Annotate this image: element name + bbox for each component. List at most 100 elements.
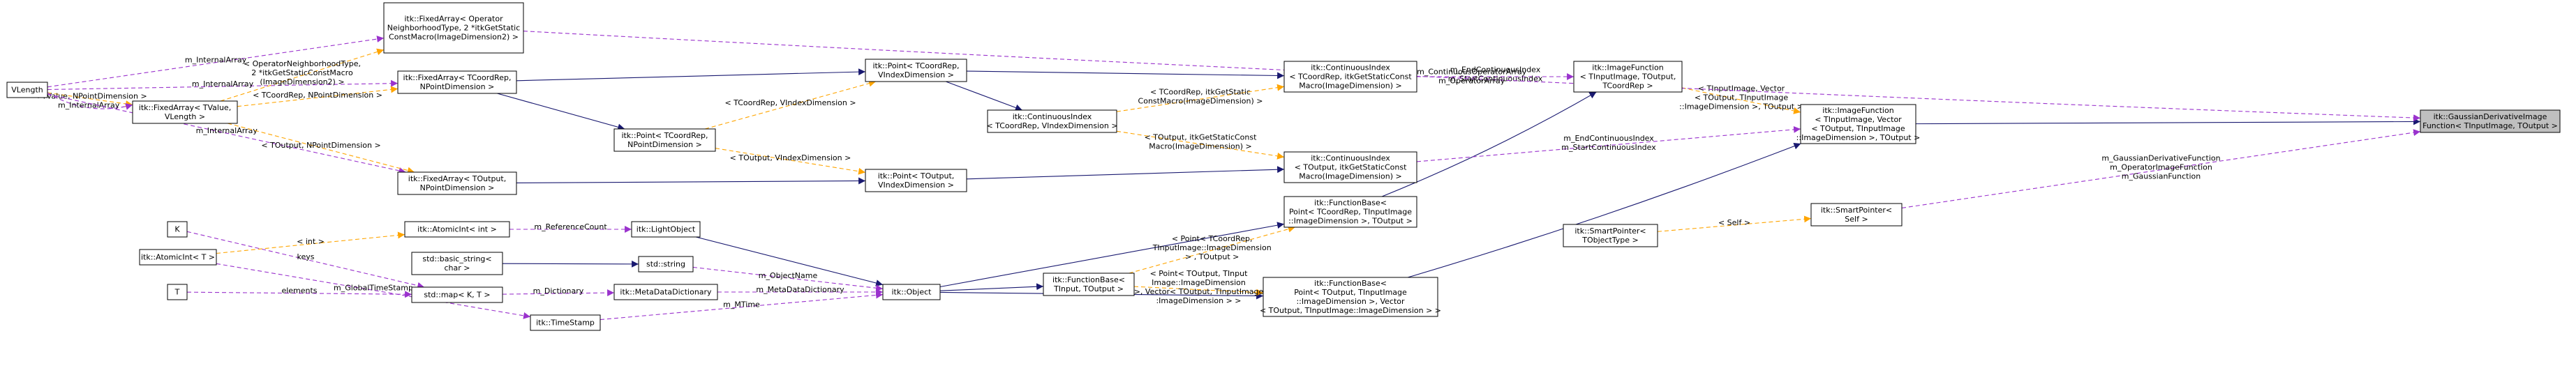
class-node-box[interactable] <box>1263 277 1438 317</box>
class-node-pointTCV[interactable]: itk::Point< TCoordRep,VIndexDimension > <box>865 59 967 82</box>
class-node-box[interactable] <box>613 284 718 300</box>
class-node-atomicInt[interactable]: itk::AtomicInt< int > <box>404 221 510 238</box>
class-node-label: ::ImageDimension >, TOutput > <box>1796 133 1921 142</box>
class-node-box[interactable] <box>167 221 188 238</box>
edge-label: m_GlobalTimeStamp <box>334 283 413 292</box>
class-node-metaDict[interactable]: itk::MetaDataDictionary <box>613 284 718 300</box>
edge-label: 2 *itkGetStaticConstMacro <box>251 68 353 77</box>
class-node-box[interactable] <box>865 59 967 82</box>
edge-usage-stdmap-metaDict <box>502 289 615 297</box>
class-node-box[interactable] <box>882 284 941 300</box>
class-node-box[interactable] <box>1283 61 1417 93</box>
class-node-box[interactable] <box>1043 273 1135 296</box>
class-node-box[interactable] <box>167 284 188 300</box>
class-node-basicString[interactable]: std::basic_string<char > <box>411 252 503 275</box>
class-node-box[interactable] <box>1563 224 1658 247</box>
edge-inherit-fixedTC-pointTCN <box>497 93 625 131</box>
class-node-box[interactable] <box>1810 203 1903 227</box>
edge-usage-vlength-fixedTO <box>47 93 406 174</box>
class-node-contTCV[interactable]: itk::ContinuousIndex< TCoordRep, VIndexD… <box>986 109 1118 133</box>
class-node-label: itk::ContinuousIndex <box>1013 112 1092 121</box>
class-node-fixedOp[interactable]: itk::FixedArray< OperatorNeighborhoodTyp… <box>383 2 524 54</box>
class-node-box[interactable] <box>397 70 517 94</box>
class-node-box[interactable] <box>411 286 503 303</box>
edge-template-fixedTV-fixedTC <box>237 86 399 107</box>
class-node-pointTCN[interactable]: itk::Point< TCoordRep,NPointDimension > <box>613 128 716 152</box>
class-node-label: TObjectType > <box>1581 236 1639 245</box>
class-node-label: K <box>174 225 180 234</box>
class-node-funcBaseP1[interactable]: itk::FunctionBase<Point< TCoordRep, TInp… <box>1283 196 1417 228</box>
class-node-label: itk::Object <box>892 288 932 297</box>
edge-label: < TCoordRep, NPointDimension > <box>253 91 382 100</box>
class-node-imgFuncT[interactable]: itk::ImageFunction< TInputImage, TOutput… <box>1573 61 1683 93</box>
edge-label: m_MetaDataDictionary <box>756 285 844 294</box>
edge-label: > , TOutput > <box>1185 252 1239 261</box>
class-node-lightObject[interactable]: itk::LightObject <box>631 221 701 238</box>
edge-label: < Point< TCoordRep, <box>1172 234 1253 243</box>
edge-label: < OperatorNeighborhoodType, <box>244 59 361 68</box>
class-node-fixedTO[interactable]: itk::FixedArray< TOutput,NPointDimension… <box>397 171 517 195</box>
class-node-K[interactable]: K <box>167 221 188 238</box>
class-node-box[interactable] <box>1800 104 1916 144</box>
class-node-stdstring[interactable]: std::string <box>638 256 694 273</box>
edge-inherit-imgFuncV-gaussian <box>1915 118 2421 125</box>
edge-template-pointTCN-pointTOV <box>715 148 866 175</box>
class-node-funcBaseP2[interactable]: itk::FunctionBase<Point< TOutput, TInput… <box>1260 277 1441 317</box>
edge-template-vlength-fixedTV <box>47 92 133 107</box>
class-node-box[interactable] <box>631 221 701 238</box>
edge-inherit-funcBaseP1-imgFuncT <box>1381 91 1597 197</box>
class-node-imgFuncV[interactable]: itk::ImageFunction< TInputImage, Vector<… <box>1796 104 1921 144</box>
class-node-smartPtrS[interactable]: itk::SmartPointer<Self > <box>1810 203 1903 227</box>
class-node-box[interactable] <box>1283 151 1417 183</box>
class-node-box[interactable] <box>530 314 601 331</box>
class-node-label: itk::ImageFunction <box>1822 106 1893 115</box>
edge-template-imgFuncT-imgFuncV <box>1681 87 1801 114</box>
class-node-label: itk::FunctionBase< <box>1314 279 1387 288</box>
class-node-vlength[interactable]: VLength <box>6 82 48 98</box>
class-node-box[interactable] <box>638 256 694 273</box>
class-node-box[interactable] <box>987 109 1117 133</box>
class-node-atomicT[interactable]: itk::AtomicInt< T > <box>139 249 217 266</box>
class-node-box[interactable] <box>6 82 48 98</box>
class-node-box[interactable] <box>1283 196 1417 228</box>
class-node-box[interactable] <box>383 2 524 54</box>
class-node-box[interactable] <box>132 100 238 124</box>
edge-template-contTCV-contTCG <box>1116 84 1285 112</box>
class-node-box[interactable] <box>865 169 967 192</box>
edge-usage-K-stdmap <box>186 231 425 289</box>
class-node-label: std::string <box>646 260 685 269</box>
class-node-fixedTV[interactable]: itk::FixedArray< TValue,VLength > <box>132 100 238 124</box>
edge-label: < TCoordRep, itkGetStatic <box>1150 88 1251 97</box>
edge-usage-timeStamp-object <box>600 291 884 321</box>
class-node-fixedTC[interactable]: itk::FixedArray< TCoordRep,NPointDimensi… <box>397 70 517 94</box>
class-node-label: itk::AtomicInt< int > <box>417 225 497 234</box>
class-node-label: itk::Point< TCoordRep, <box>621 131 708 140</box>
edge-label: keys <box>297 252 315 261</box>
class-node-label: < TOutput, TInputImage::ImageDimension >… <box>1260 306 1441 315</box>
class-node-contTCG[interactable]: itk::ContinuousIndex< TCoordRep, itkGetS… <box>1283 61 1417 93</box>
class-node-box[interactable] <box>1573 61 1683 93</box>
class-node-object[interactable]: itk::Object <box>882 284 941 300</box>
class-node-box[interactable] <box>2420 109 2561 133</box>
edge-label: ConstMacro(ImageDimension) > <box>1138 97 1263 106</box>
edge-inherit-pointTOV-contTOG <box>966 166 1285 180</box>
class-node-box[interactable] <box>613 128 716 152</box>
class-node-smartPtrT[interactable]: itk::SmartPointer<TObjectType > <box>1563 224 1658 247</box>
edge-label: < TOutput, VIndexDimension > <box>730 153 851 162</box>
class-node-contTOG[interactable]: itk::ContinuousIndex< TOutput, itkGetSta… <box>1283 151 1417 183</box>
edge-template-pointTCN-pointTCV <box>704 79 877 130</box>
class-node-funcBaseTI[interactable]: itk::FunctionBase<TInput, TOutput > <box>1043 273 1135 296</box>
class-node-box[interactable] <box>397 171 517 195</box>
class-node-timeStamp[interactable]: itk::TimeStamp <box>530 314 601 331</box>
edge-template-fixedTV-fixedOp <box>220 48 385 102</box>
class-node-box[interactable] <box>139 249 217 266</box>
class-node-T[interactable]: T <box>167 284 188 300</box>
class-node-box[interactable] <box>411 252 503 275</box>
class-node-box[interactable] <box>404 221 510 238</box>
edge-usage-vlength-fixedOp <box>47 36 385 88</box>
class-node-label: Point< TCoordRep, TInputImage <box>1289 208 1412 217</box>
class-node-pointTOV[interactable]: itk::Point< TOutput,VIndexDimension > <box>865 169 967 192</box>
class-node-stdmap[interactable]: std::map< K, T > <box>411 286 503 303</box>
